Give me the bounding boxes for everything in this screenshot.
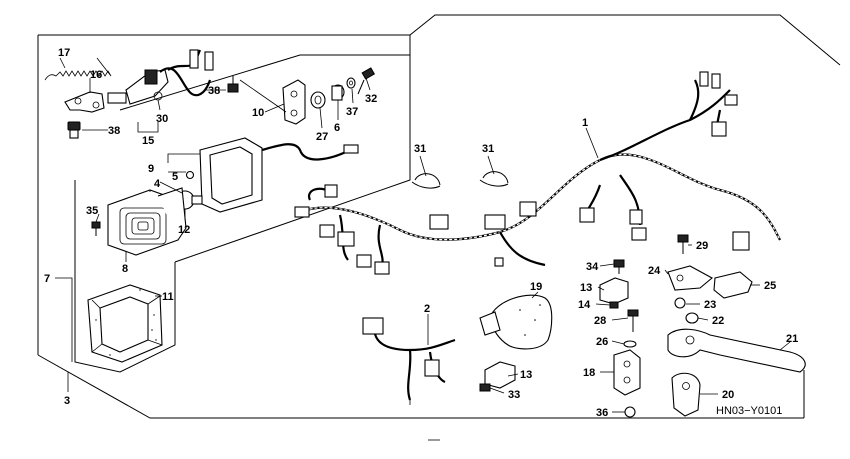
label-13: 13 xyxy=(520,369,532,381)
lever-holder-part xyxy=(671,372,701,417)
headlight-cover-part xyxy=(87,284,163,363)
callout-labels: 17 16 38 30 15 38 10 27 6 37 32 9 5 4 12… xyxy=(44,47,798,419)
label-32: 32 xyxy=(365,93,377,105)
label-9: 9 xyxy=(148,163,154,175)
label-29: 29 xyxy=(696,240,708,252)
headlight-case-part xyxy=(199,137,359,213)
label-8: 8 xyxy=(122,263,128,275)
label-31: 31 xyxy=(414,143,426,155)
label-3: 3 xyxy=(64,395,70,407)
label-15: 15 xyxy=(142,135,154,147)
label-20: 20 xyxy=(722,389,734,401)
label-37: 37 xyxy=(346,106,358,118)
spacer-part xyxy=(331,84,345,101)
label-30: 30 xyxy=(156,113,168,125)
circlip-part xyxy=(623,340,637,348)
rim-screw-part xyxy=(91,221,101,236)
bolt-part-2 xyxy=(227,76,239,93)
label-10: 10 xyxy=(252,107,264,119)
screw-part xyxy=(357,67,376,95)
label-4: 4 xyxy=(154,178,161,190)
label-19: 19 xyxy=(530,281,542,293)
bolt-part xyxy=(67,121,81,139)
bracket-part xyxy=(64,91,105,113)
wire-harness-part xyxy=(294,71,781,275)
mount-bracket-part xyxy=(282,79,306,125)
sub-harness-part xyxy=(362,317,456,405)
cap-part xyxy=(685,312,699,324)
spring-washer-part xyxy=(674,297,686,309)
relay-part xyxy=(479,361,516,392)
label-17: 17 xyxy=(58,47,70,59)
group-outline-3 xyxy=(37,14,841,419)
diagram-code: HN03−Y0101 xyxy=(716,405,782,417)
label-26: 26 xyxy=(596,336,608,348)
label-36: 36 xyxy=(596,407,608,419)
label-25: 25 xyxy=(764,280,776,292)
switch-cable-part xyxy=(107,49,214,105)
label-5: 5 xyxy=(172,171,178,183)
label-34: 34 xyxy=(586,261,599,273)
label-11: 11 xyxy=(162,291,174,303)
label-2: 2 xyxy=(424,303,430,315)
label-18: 18 xyxy=(583,367,595,379)
label-27: 27 xyxy=(316,131,328,143)
clamp-part-2 xyxy=(479,171,509,187)
nut-part xyxy=(609,301,619,309)
cover-cap-part xyxy=(713,271,753,299)
washer-part xyxy=(346,77,356,89)
headlight-unit-part xyxy=(107,187,187,256)
label-14: 14 xyxy=(578,299,591,311)
relay-part-2 xyxy=(599,277,629,305)
label-35: 35 xyxy=(86,205,98,217)
nut-part-2 xyxy=(624,406,636,418)
spring-part xyxy=(44,57,112,81)
label-38: 38 xyxy=(108,125,120,137)
collar-part xyxy=(310,91,326,109)
label-28: 28 xyxy=(594,315,606,327)
switch-housing-part xyxy=(479,294,553,350)
label-33: 33 xyxy=(508,389,520,401)
clamp-part xyxy=(411,173,441,189)
clamp-bracket-part xyxy=(667,265,713,291)
label-6: 6 xyxy=(334,122,340,134)
label-1: 1 xyxy=(582,117,588,129)
label-23: 23 xyxy=(704,299,716,311)
label-21: 21 xyxy=(786,333,798,345)
bolt-part-3 xyxy=(613,259,625,274)
label-13-b: 13 xyxy=(580,282,592,294)
label-24: 24 xyxy=(648,265,661,277)
screw-part-2 xyxy=(677,234,689,254)
pivot-bolt-part xyxy=(627,309,639,332)
label-16: 16 xyxy=(90,69,102,81)
small-screw-part xyxy=(185,170,195,180)
brake-lever-part xyxy=(667,328,806,373)
leader-lines xyxy=(55,57,791,413)
lever-bracket-part xyxy=(613,349,641,396)
label-38-b: 38 xyxy=(208,85,220,97)
label-7: 7 xyxy=(44,273,50,285)
label-22: 22 xyxy=(712,315,724,327)
label-31-b: 31 xyxy=(482,143,494,155)
label-12: 12 xyxy=(178,224,190,236)
